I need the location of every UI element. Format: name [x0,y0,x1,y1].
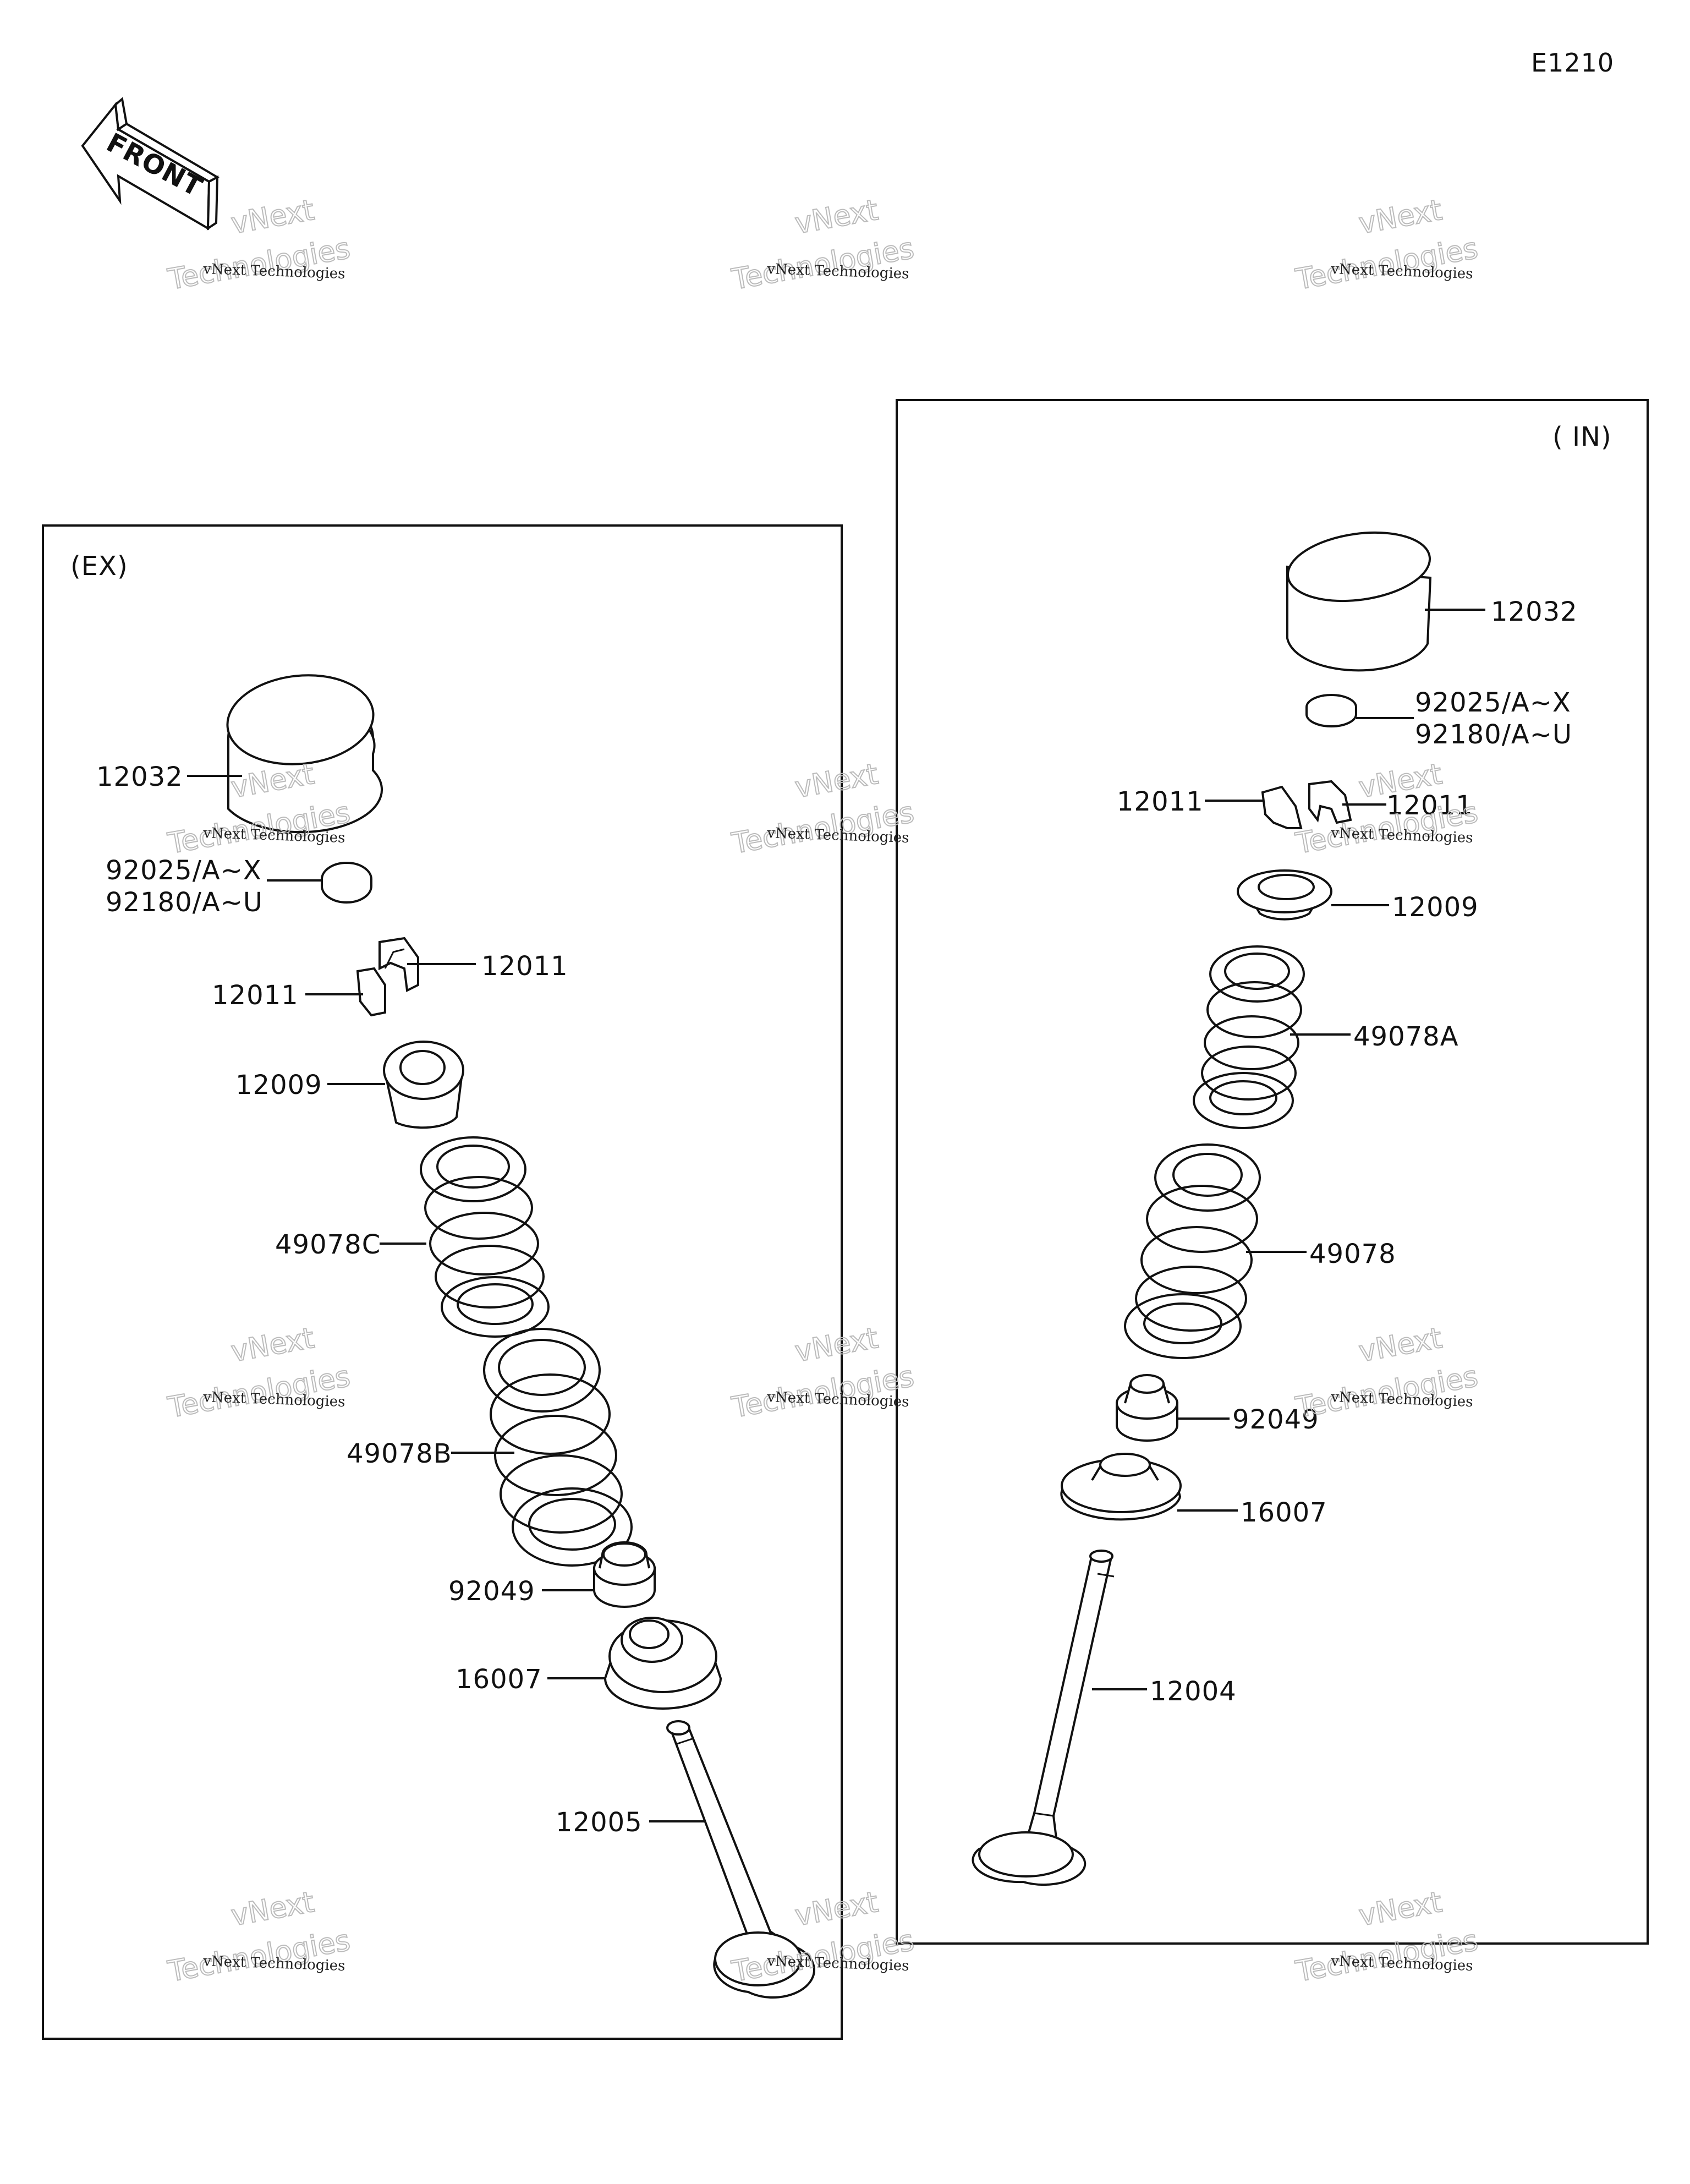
in-label-49078: 49078 [1309,1239,1396,1269]
in-label-12011-left: 12011 [1117,786,1204,817]
in-shim-92025 [1305,694,1357,727]
ex-label-92025: 92025/A~X [106,855,262,886]
svg-text:vNext: vNext [793,1886,881,1933]
ex-label-49078C: 49078C [275,1229,381,1260]
watermark-2: vNext Technologies vNext Technologies [729,193,917,297]
ex-label-12011-left: 12011 [212,980,299,1011]
ex-seat-16007 [603,1617,722,1710]
svg-text:vNext: vNext [793,758,881,804]
in-panel-title: ( IN) [1552,422,1612,452]
ex-label-12032: 12032 [96,762,183,792]
in-label-92049: 92049 [1232,1404,1319,1435]
in-label-49078A: 49078A [1353,1021,1459,1052]
ex-tappet-12032 [226,674,383,834]
watermark-10: vNext Technologies vNext Technologies [165,1885,353,1989]
front-arrow-icon: FRONT [81,97,220,231]
ex-cotters-12011 [356,937,419,1017]
watermark-3: vNext Technologies vNext Technologies [1293,193,1481,297]
in-label-16007: 16007 [1241,1497,1327,1528]
in-panel: ( IN) 12032 92025/A~X 92180/A~U 12011 12… [896,399,1649,1945]
watermark-5: vNext Technologies vNext Technologies [729,757,917,861]
ex-label-92049: 92049 [448,1576,535,1607]
in-label-12009: 12009 [1392,892,1479,923]
ex-retainer-12009 [383,1041,464,1129]
in-label-92025: 92025/A~X [1415,687,1571,718]
svg-text:vNext: vNext [229,1886,317,1933]
in-label-12011-right: 12011 [1386,790,1473,821]
ex-label-12011-right: 12011 [481,951,568,982]
in-seal-92049 [1116,1374,1178,1442]
ex-label-49078B: 49078B [347,1438,452,1469]
ex-shim-92025 [321,862,372,904]
ex-valve-12005 [666,1720,815,1999]
in-valve-12004 [972,1550,1115,1886]
watermark-8: vNext Technologies vNext Technologies [729,1321,917,1425]
ex-label-12005: 12005 [556,1807,643,1838]
in-spring-49078A [1193,945,1305,1129]
ex-spring-49078B [483,1328,633,1567]
svg-text:vNext: vNext [793,1322,881,1369]
in-tappet-12032 [1286,531,1432,672]
in-label-12032: 12032 [1491,596,1578,627]
ex-label-12009: 12009 [235,1070,322,1101]
diagram-code: E1210 [1531,48,1614,78]
svg-text:vNext: vNext [1357,194,1445,240]
in-cotters-12011 [1261,780,1352,829]
svg-text:vNext: vNext [1357,1322,1445,1369]
ex-panel: (EX) 12032 92025/A~X 92180/A~U 12011 120… [42,524,843,2040]
ex-label-16007: 16007 [456,1664,542,1695]
svg-text:vNext: vNext [1357,1886,1445,1933]
ex-seal-92049 [593,1541,656,1608]
in-spring-49078 [1124,1143,1261,1359]
ex-label-92180: 92180/A~U [106,887,263,918]
svg-text:vNext: vNext [793,194,881,240]
in-seat-16007 [1060,1453,1182,1521]
in-label-92180: 92180/A~U [1415,719,1572,750]
watermark-7: vNext Technologies vNext Technologies [165,1321,353,1425]
ex-panel-title: (EX) [70,551,128,582]
in-retainer-12009 [1237,869,1332,921]
ex-spring-49078C [420,1136,550,1338]
svg-text:vNext: vNext [229,1322,317,1369]
in-label-12004: 12004 [1150,1676,1237,1707]
svg-text:vNext: vNext [229,194,317,240]
